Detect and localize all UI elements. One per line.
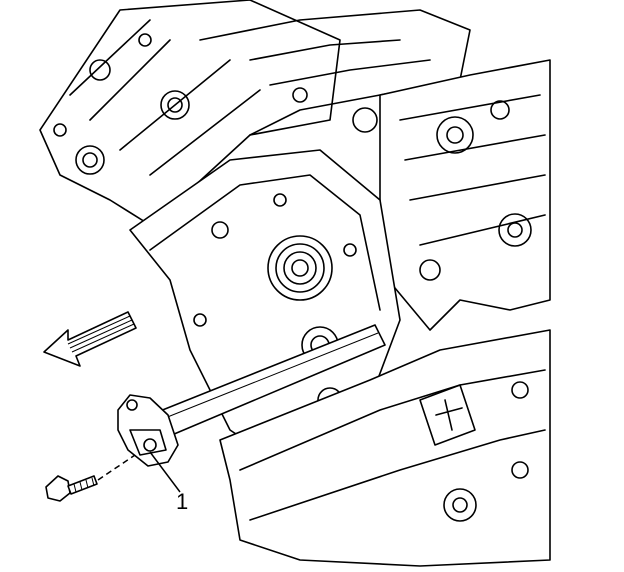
bolt (45, 475, 98, 502)
engine-block (39, 0, 551, 567)
callout-label-1: 1 (176, 489, 189, 514)
direction-arrow (43, 311, 137, 367)
install-path-line (97, 454, 136, 481)
callout-leader-line (149, 451, 181, 493)
sensor (117, 394, 179, 467)
